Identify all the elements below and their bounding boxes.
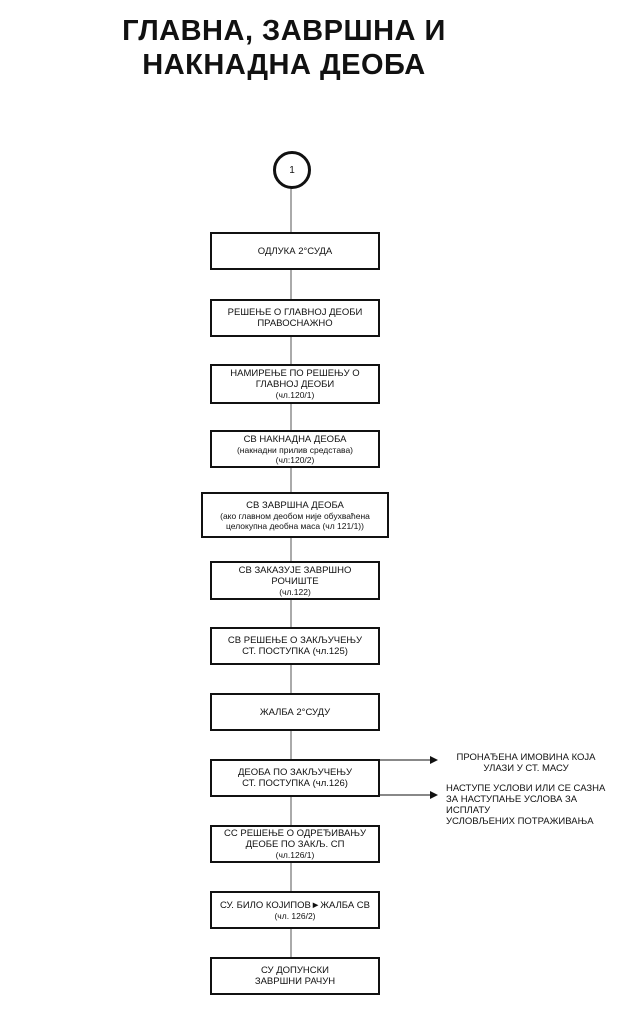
start-node-label: 1 bbox=[289, 164, 295, 176]
step-subtext: (чл.122) bbox=[279, 586, 311, 597]
step-final-distribution: СВ ЗАВРШНА ДЕОБА (ако главном деобом ниј… bbox=[201, 492, 389, 538]
step-subtext: (накнадни прилив средстава) bbox=[236, 444, 354, 455]
step-schedule-final-hearing: СВ ЗАКАЗУЈЕ ЗАВРШНО РОЧИШТЕ (чл.122) bbox=[210, 561, 380, 600]
step-subtext: (чл.126/1) bbox=[275, 850, 315, 860]
step-text: ДЕОБА ПО ЗАКЉУЧЕЊУ bbox=[237, 767, 352, 778]
note-line: ЗА НАСТУПАЊЕ УСЛОВА ЗА ИСПЛАТУ bbox=[446, 794, 578, 816]
step-text: ОДЛУКА 2°СУДА bbox=[257, 245, 333, 257]
note-line: УЛАЗИ У СТ. МАСУ bbox=[483, 763, 569, 774]
step-supplementary-final-account: СУ ДОПУНСКИ ЗАВРШНИ РАЧУН bbox=[210, 957, 380, 995]
step-text: СТ. ПОСТУПКА (чл.125) bbox=[242, 646, 348, 657]
step-text: СУ ДОПУНСКИ bbox=[261, 965, 329, 976]
step-text: ЖАЛБА 2°СУДУ bbox=[259, 706, 331, 718]
step-subtext: (чл:120/2) bbox=[275, 454, 315, 465]
step-text: СВ ЗАВРШНА ДЕОБА bbox=[246, 499, 344, 511]
note-line: НАСТУПЕ УСЛОВИ ИЛИ СЕ САЗНА bbox=[446, 783, 606, 794]
step-text: СВ РЕШЕЊЕ О ЗАКЉУЧЕЊУ bbox=[227, 635, 363, 646]
note-found-assets: ПРОНАЂЕНА ИМОВИНА КОЈА УЛАЗИ У СТ. МАСУ bbox=[440, 752, 612, 774]
step-main-distribution-final: РЕШЕЊЕ О ГЛАВНОЈ ДЕОБИ ПРАВОСНАЖНО bbox=[210, 299, 380, 337]
title-line-1: ГЛАВНА, ЗАВРШНА И bbox=[122, 15, 446, 47]
step-closing-decision: СВ РЕШЕЊЕ О ЗАКЉУЧЕЊУ СТ. ПОСТУПКА (чл.1… bbox=[210, 627, 380, 665]
note-line: УСЛОВЉЕНИХ ПОТРАЖИВАЊА bbox=[446, 816, 594, 827]
step-subtext: (ако главном деобом није обухваћена bbox=[220, 510, 370, 521]
step-subtext: (чл. 126/2) bbox=[274, 910, 316, 921]
step-text: СТ. ПОСТУПКА (чл.126) bbox=[242, 778, 348, 789]
step-text: СС РЕШЕЊЕ О ОДРЕЂИВАЊУ bbox=[224, 828, 366, 839]
step-distribution-order: СС РЕШЕЊЕ О ОДРЕЂИВАЊУ ДЕОБЕ ПО ЗАКЉ. СП… bbox=[210, 825, 380, 863]
step-post-closing-distribution: ДЕОБА ПО ЗАКЉУЧЕЊУ СТ. ПОСТУПКА (чл.126) bbox=[210, 759, 380, 797]
step-text: СУ. БИЛО КОЈИПОВ►ЖАЛБА СВ bbox=[219, 899, 371, 911]
start-node: 1 bbox=[273, 151, 311, 189]
step-text: ПРАВОСНАЖНО bbox=[257, 318, 333, 329]
step-text: ЗАВРШНИ РАЧУН bbox=[254, 976, 336, 987]
step-text: ГЛАВНОЈ ДЕОБИ bbox=[255, 379, 335, 390]
step-text: РЕШЕЊЕ О ГЛАВНОЈ ДЕОБИ bbox=[227, 307, 363, 318]
step-text: СВ ЗАКАЗУЈЕ ЗАВРШНО bbox=[238, 564, 352, 576]
step-subtext: целокупна деобна маса (чл 121/1)) bbox=[226, 520, 364, 531]
step-subtext: (чл.120/1) bbox=[275, 390, 315, 400]
note-conditions-met: НАСТУПЕ УСЛОВИ ИЛИ СЕ САЗНА ЗА НАСТУПАЊЕ… bbox=[446, 783, 622, 827]
note-line: ПРОНАЂЕНА ИМОВИНА КОЈА bbox=[456, 752, 596, 763]
step-additional-distribution: СВ НАКНАДНА ДЕОБА (накнадни прилив средс… bbox=[210, 430, 380, 468]
title-line-2: НАКНАДНА ДЕОБА bbox=[142, 49, 426, 81]
page-title: ГЛАВНА, ЗАВРШНА И НАКНАДНА ДЕОБА bbox=[70, 14, 498, 82]
step-text: ДЕОБЕ ПО ЗАКЉ. СП bbox=[245, 839, 345, 850]
step-text: РОЧИШТЕ bbox=[271, 575, 319, 587]
step-appeal-any-creditor: СУ. БИЛО КОЈИПОВ►ЖАЛБА СВ (чл. 126/2) bbox=[210, 891, 380, 929]
step-text: СВ НАКНАДНА ДЕОБА bbox=[243, 433, 347, 445]
step-settlement-main: НАМИРЕЊЕ ПО РЕШЕЊУ О ГЛАВНОЈ ДЕОБИ (чл.1… bbox=[210, 364, 380, 404]
step-court-decision: ОДЛУКА 2°СУДА bbox=[210, 232, 380, 270]
step-text: НАМИРЕЊЕ ПО РЕШЕЊУ О bbox=[230, 368, 360, 379]
step-appeal: ЖАЛБА 2°СУДУ bbox=[210, 693, 380, 731]
